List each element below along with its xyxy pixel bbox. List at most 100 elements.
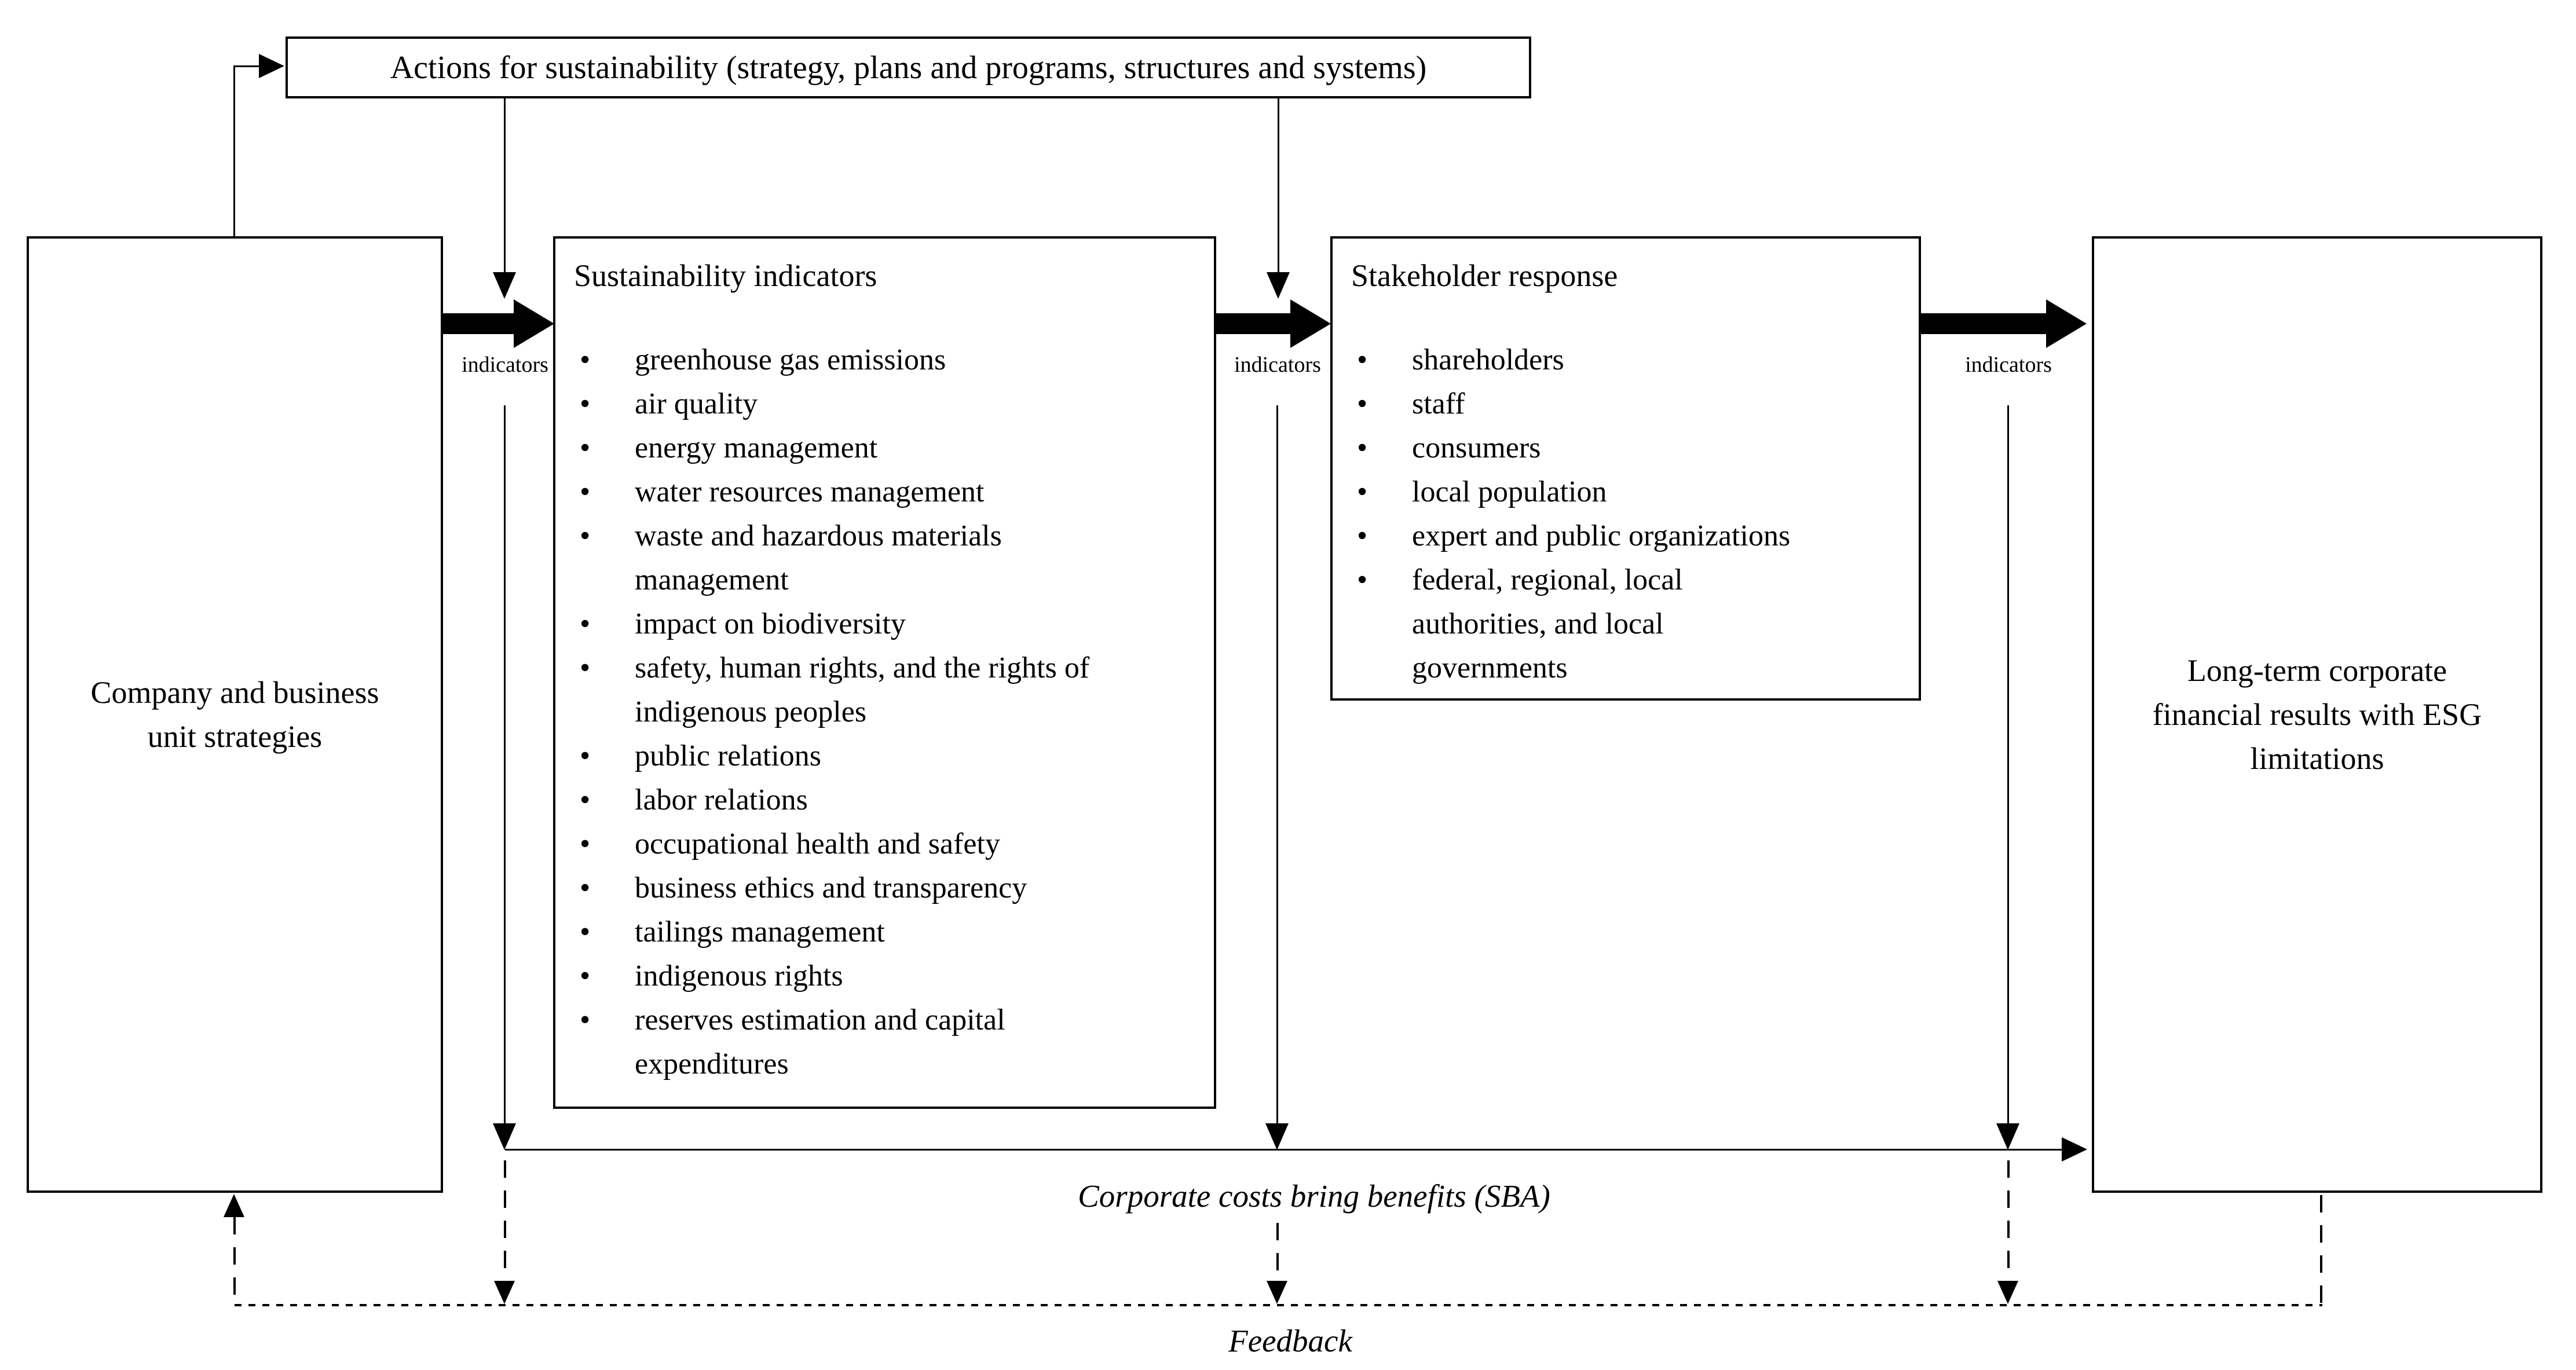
indicators-label-1: indicators [462,353,548,377]
list-item-text: federal, regional, local authorities, an… [1412,563,1683,684]
list-item: • waste and hazardous materials managemen… [555,514,1214,602]
company-to-actions-arrowhead-icon [259,54,284,78]
list-item: • safety, human rights, and the rights of… [555,646,1214,734]
feedback-caption: Feedback [1228,1323,1352,1358]
stakeholder-to-results-arrow-head-icon [2046,299,2087,348]
list-item-text: energy management [635,431,878,464]
list-item: • federal, regional, local authorities, a… [1333,558,1919,690]
financial-results-box: Long-term corporate financial results wi… [2092,236,2542,1193]
actions-drop-line-1 [504,98,506,272]
bullet-icon: • [580,651,591,684]
feedback-line [235,1304,2322,1306]
list-item-text: labor relations [635,783,808,816]
benefits-arrowhead-icon [2062,1137,2087,1162]
list-item-text: indigenous rights [635,959,843,992]
list-item-text: tailings management [635,915,885,948]
list-item: •greenhouse gas emissions [555,338,1214,382]
list-item-text: staff [1412,387,1465,420]
indicators-arrowhead-3-icon [1996,1123,2019,1150]
bullet-icon: • [580,959,591,992]
company-box-label: Company and business unit strategies [90,675,379,754]
sustainability-to-stakeholder-arrow-head-icon [1290,299,1331,348]
company-to-actions-line-horizontal [233,65,259,67]
bullet-icon: • [580,1003,591,1036]
bullet-icon: • [580,607,591,640]
feedback-return-line [233,1217,236,1304]
bullet-icon: • [580,475,591,508]
list-item-text: reserves estimation and capital expendit… [635,1003,1005,1080]
bullet-icon: • [580,783,591,816]
list-item-text: air quality [635,387,758,420]
stakeholder-response-box: Stakeholder response •shareholders•staff… [1330,236,1921,701]
bullet-icon: • [1357,431,1368,464]
indicators-line-3 [2007,405,2009,1123]
list-item: • water resources management [555,470,1214,514]
list-item-text: consumers [1412,431,1541,464]
feedback-return-arrowhead-icon [224,1194,244,1217]
benefits-caption: Corporate costs bring benefits (SBA) [1078,1178,1550,1214]
indicators-label-2: indicators [1234,353,1321,377]
indicators-line-1 [504,405,506,1123]
actions-drop-arrowhead-2-icon [1267,272,1290,299]
stakeholder-to-results-arrow-shaft [1921,313,2047,334]
list-item: • energy management [555,426,1214,470]
actions-box-label: Actions for sustainability (strategy, pl… [390,49,1427,86]
bullet-icon: • [580,343,591,376]
list-item-text: public relations [635,739,822,772]
sustainability-list: •greenhouse gas emissions•air quality•en… [555,338,1214,1086]
bullet-icon: • [1357,475,1368,508]
list-item-text: waste and hazardous materials management [635,519,1002,596]
indicators-arrowhead-1-icon [493,1123,516,1150]
actions-for-sustainability-box: Actions for sustainability (strategy, pl… [286,36,1531,98]
feedback-drop-line-3 [2007,1160,2010,1280]
results-feedback-drop-line [2320,1195,2322,1304]
list-item: • business ethics and transparency [555,866,1214,910]
list-item-text: water resources management [635,475,985,508]
list-item: • air quality [555,382,1214,426]
company-to-actions-line-vertical [233,67,235,236]
list-item: • labor relations [555,778,1214,822]
bullet-icon: • [580,871,591,904]
feedback-drop-line-1 [504,1160,506,1280]
list-item: • impact on biodiversity [555,602,1214,646]
feedback-drop-line-2 [1276,1223,1279,1280]
actions-drop-arrowhead-1-icon [493,272,516,299]
list-item-text: business ethics and transparency [635,871,1027,904]
list-item-text: local population [1412,475,1607,508]
list-item: • staff [1333,382,1919,426]
feedback-drop-arrowhead-1-icon [494,1281,515,1304]
list-item-text: expert and public organizations [1412,519,1791,552]
bullet-icon: • [1357,387,1368,420]
list-item: •occupational health and safety [555,822,1214,866]
sustainability-box-title: Sustainability indicators [574,258,877,293]
bullet-icon: • [580,915,591,948]
stakeholder-box-title: Stakeholder response [1351,258,1618,293]
benefits-line [505,1149,2063,1151]
results-box-label: Long-term corporate financial results wi… [2152,653,2482,776]
list-item-text: impact on biodiversity [635,607,906,640]
sustainability-to-stakeholder-arrow-shaft [1216,313,1291,334]
list-item: • reserves estimation and capital expendi… [555,998,1214,1086]
bullet-icon: • [580,387,591,420]
list-item: • indigenous rights [555,954,1214,998]
list-item-text: safety, human rights, and the rights of … [635,651,1090,728]
indicators-line-2 [1276,405,1278,1123]
bullet-icon: • [1357,519,1368,552]
list-item: • expert and public organizations [1333,514,1919,558]
list-item: • local population [1333,470,1919,514]
bullet-icon: • [580,431,591,464]
company-to-sustainability-arrow-head-icon [514,299,554,348]
list-item-text: occupational health and safety [635,827,1000,860]
bullet-icon: • [1357,563,1368,596]
list-item: • tailings management [555,910,1214,954]
actions-drop-line-2 [1278,98,1279,272]
feedback-drop-arrowhead-2-icon [1267,1281,1287,1304]
stakeholder-list: •shareholders•staff•consumers•local popu… [1333,338,1919,690]
bullet-icon: • [580,739,591,772]
company-to-sustainability-arrow-shaft [443,313,518,334]
bullet-icon: • [1357,343,1368,376]
bullet-icon: • [580,519,591,552]
list-item: • consumers [1333,426,1919,470]
sustainability-indicators-box: Sustainability indicators •greenhouse ga… [553,236,1216,1109]
